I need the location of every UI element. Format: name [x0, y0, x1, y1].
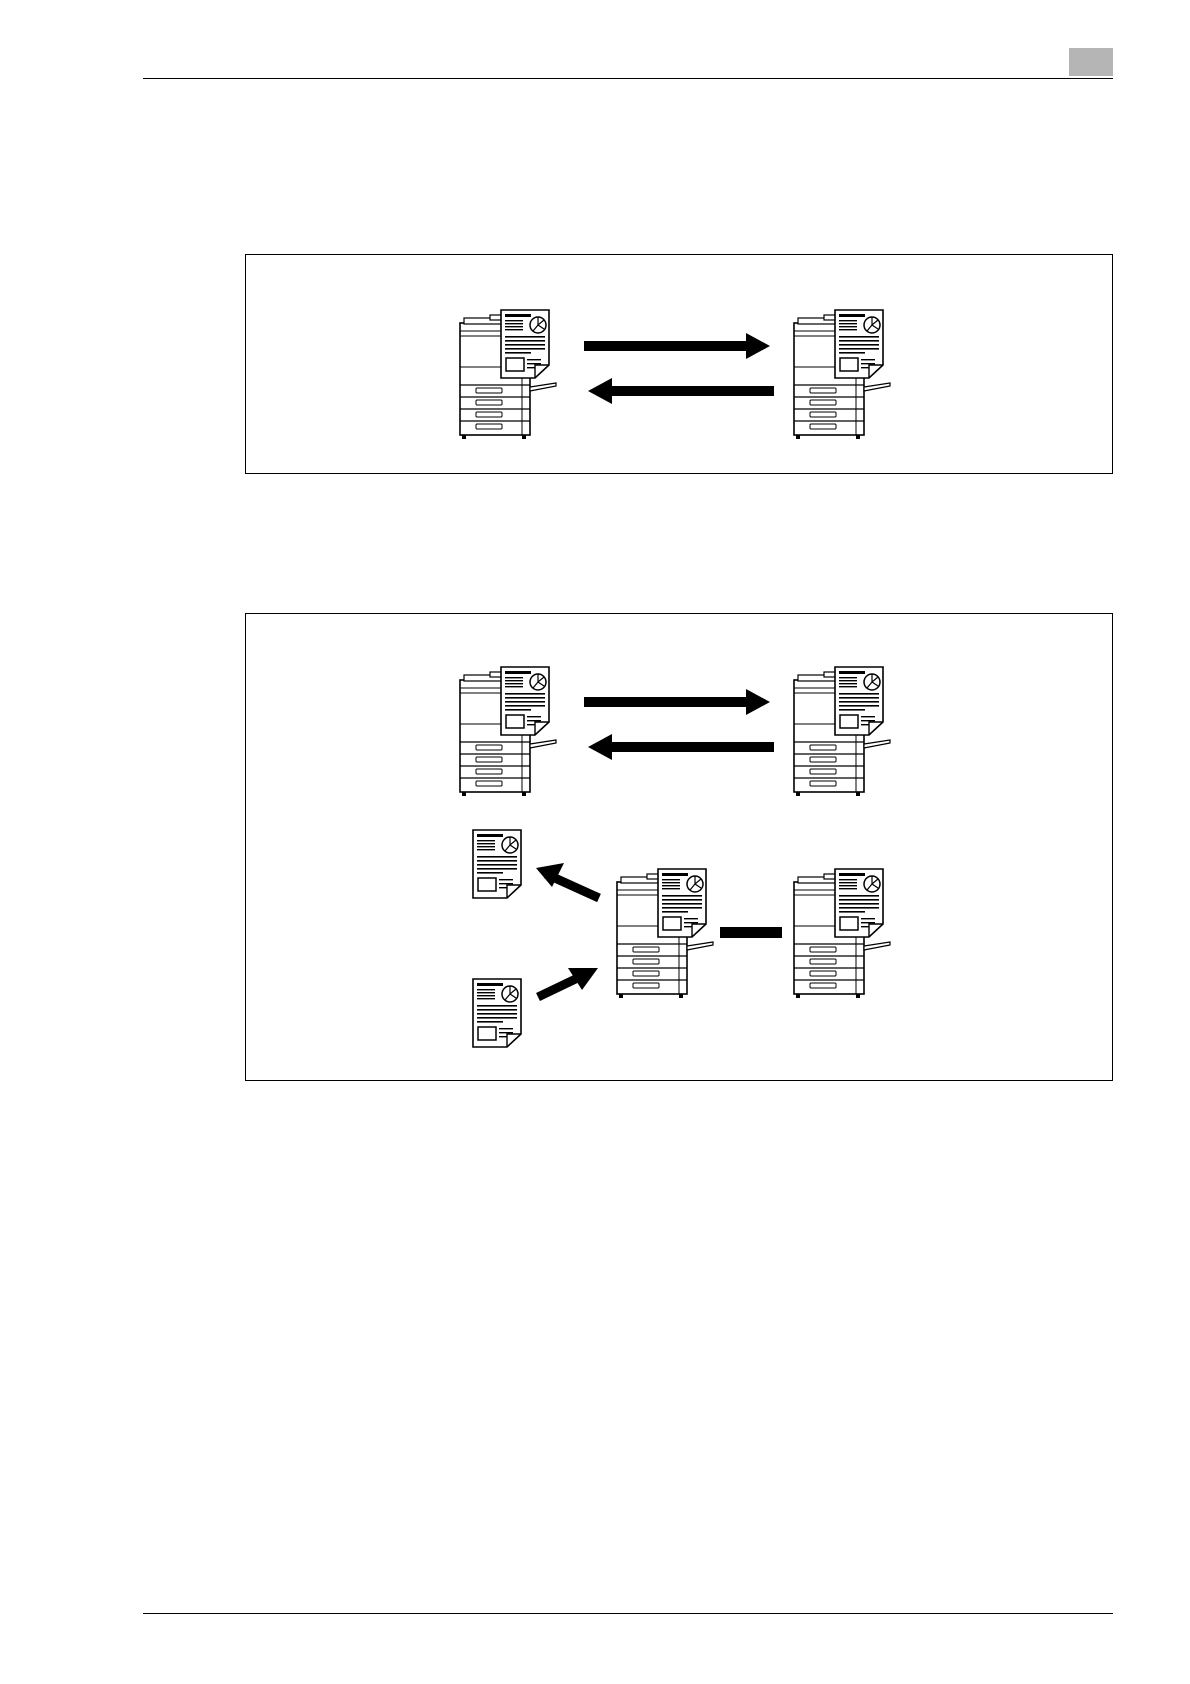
printer-icon [460, 310, 556, 439]
arrow-left-icon [588, 378, 774, 404]
printer-icon [617, 869, 713, 998]
header-rule [143, 78, 1113, 79]
printer-icon [794, 667, 890, 796]
arrow-right-icon [584, 689, 770, 715]
document-icon [473, 979, 521, 1047]
printer-icon [794, 869, 890, 998]
arrow-up-right-icon [538, 968, 598, 997]
connection-line [720, 927, 782, 938]
page-tab-marker [1069, 48, 1113, 76]
arrow-up-left-icon [536, 863, 599, 898]
figure-frame-direct-exchange [245, 254, 1113, 474]
printer-icon [460, 667, 556, 796]
document-icon [473, 830, 521, 898]
printer-icon [794, 310, 890, 439]
footer-rule [143, 1613, 1113, 1614]
figure-frame-relay-exchange [245, 613, 1113, 1081]
arrow-left-icon [588, 734, 774, 760]
arrow-right-icon [584, 333, 770, 359]
